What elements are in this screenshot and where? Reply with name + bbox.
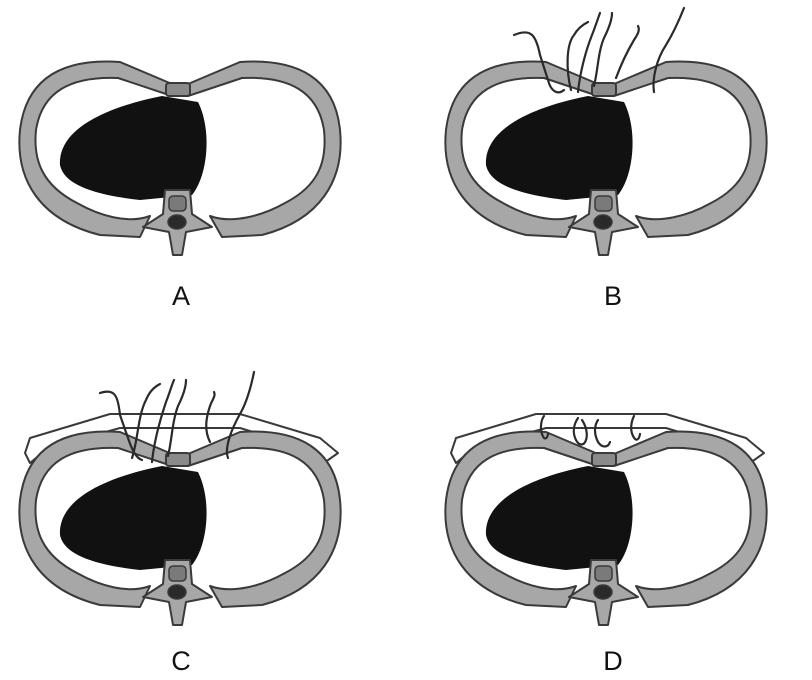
suture-wire: [592, 11, 614, 88]
sternum: [165, 452, 191, 467]
suture-wire: [576, 11, 602, 94]
sternum: [165, 82, 191, 97]
vertebral-body: [168, 195, 187, 212]
panel-label: B: [603, 281, 622, 311]
heart: [59, 466, 207, 570]
suture-wire: [98, 390, 144, 462]
suture-wire: [150, 378, 176, 464]
sutures: [512, 6, 686, 94]
vertebral-body: [168, 565, 187, 582]
heart: [485, 466, 633, 570]
thorax-cross-section: [18, 60, 342, 256]
spinal-canal: [593, 584, 613, 600]
suture-wire: [652, 6, 686, 94]
panel-label: A: [171, 281, 190, 311]
spinal-canal: [593, 214, 613, 230]
rib-cage: [18, 430, 342, 608]
rib-cage: [444, 60, 768, 238]
sternum: [591, 82, 617, 97]
vertebral-body: [594, 565, 613, 582]
rib-cage: [18, 60, 342, 238]
spinal-canal: [167, 214, 187, 230]
panel-label: D: [603, 646, 623, 676]
heart: [485, 96, 633, 200]
suture-wire: [225, 370, 256, 460]
suture-wire: [566, 20, 590, 92]
thorax-cross-section: [444, 413, 768, 626]
thorax-cross-section: [444, 6, 768, 256]
suture-wire: [205, 390, 216, 444]
suture-loop: [630, 414, 642, 441]
panel-label: C: [171, 646, 191, 676]
panel-c: C: [0, 340, 406, 680]
rib-cage: [444, 430, 768, 608]
vertebral-body: [594, 195, 613, 212]
suture-wire: [130, 382, 162, 460]
panel-a: A: [0, 0, 406, 340]
sternum: [591, 452, 617, 467]
suture-wire: [512, 31, 566, 94]
suture-loop: [572, 416, 588, 446]
suture-wire: [614, 24, 640, 80]
heart: [59, 96, 207, 200]
spinal-canal: [167, 584, 187, 600]
panel-d: D: [406, 340, 812, 680]
thorax-cross-section: [18, 370, 342, 626]
panel-b: B: [406, 0, 812, 340]
suture-wire: [166, 378, 188, 458]
suture-loop: [539, 414, 550, 440]
tied-sutures: [539, 414, 642, 448]
suture-loop: [593, 418, 612, 448]
sutures: [98, 370, 256, 464]
